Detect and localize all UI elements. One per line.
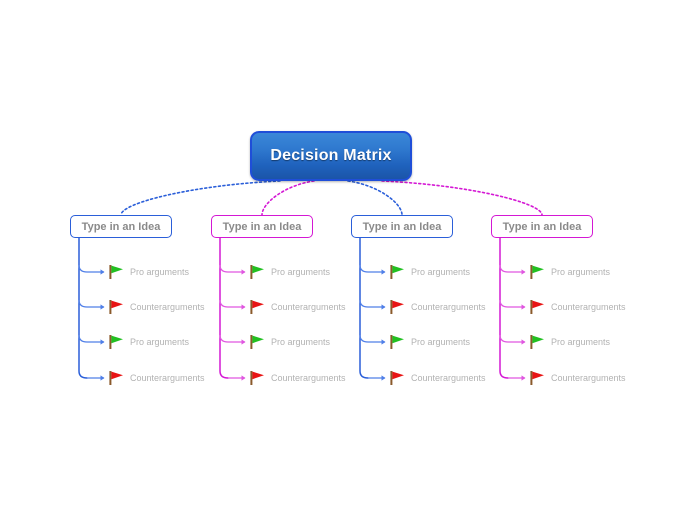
root-node-label: Decision Matrix — [270, 147, 392, 164]
branch-trunk — [219, 237, 229, 379]
leaf-connector — [499, 264, 525, 273]
leaf-connector — [219, 264, 245, 273]
leaf-connector — [78, 334, 104, 343]
leaf-connector-arrowhead — [381, 375, 386, 381]
leaf-label: Pro arguments — [411, 336, 471, 347]
leaf-label: Pro arguments — [271, 266, 331, 277]
leaf-connector-arrowhead — [521, 269, 526, 275]
leaf-connector-arrowhead — [100, 304, 105, 310]
leaf-label: Counterarguments — [411, 372, 486, 383]
leaf-item[interactable]: Counterarguments — [108, 370, 205, 386]
idea-box-4[interactable]: Type in an Idea — [491, 215, 593, 238]
leaf-item[interactable]: Counterarguments — [108, 299, 205, 315]
leaf-label: Counterarguments — [411, 301, 486, 312]
red-flag-icon — [389, 299, 406, 315]
idea-box-label: Type in an Idea — [81, 220, 161, 233]
leaf-item[interactable]: Pro arguments — [249, 264, 330, 280]
red-flag-icon — [108, 370, 125, 386]
leaf-item[interactable]: Counterarguments — [389, 370, 486, 386]
leaf-label: Pro arguments — [551, 336, 611, 347]
leaf-connector-arrowhead — [241, 375, 246, 381]
leaf-connector-arrowhead — [381, 339, 386, 345]
leaf-connector-arrowhead — [100, 339, 105, 345]
leaf-item[interactable]: Counterarguments — [389, 299, 486, 315]
idea-box-label: Type in an Idea — [222, 220, 302, 233]
branch-trunk — [359, 237, 369, 379]
green-flag-icon — [389, 334, 406, 350]
leaf-connector — [78, 299, 104, 308]
leaf-connector-arrowhead — [241, 339, 246, 345]
leaf-item[interactable]: Counterarguments — [249, 299, 346, 315]
leaf-item[interactable]: Counterarguments — [249, 370, 346, 386]
leaf-item[interactable]: Pro arguments — [529, 264, 610, 280]
leaf-label: Pro arguments — [271, 336, 331, 347]
red-flag-icon — [249, 299, 266, 315]
leaf-item[interactable]: Pro arguments — [529, 334, 610, 350]
leaf-connector — [499, 334, 525, 343]
root-node-decision-matrix[interactable]: Decision Matrix — [250, 131, 412, 181]
red-flag-icon — [249, 370, 266, 386]
leaf-item[interactable]: Pro arguments — [108, 334, 189, 350]
leaf-connector-arrowhead — [241, 304, 246, 310]
leaf-connector-arrowhead — [521, 375, 526, 381]
leaf-label: Pro arguments — [551, 266, 611, 277]
leaf-label: Counterarguments — [551, 301, 626, 312]
leaf-connector-arrowhead — [521, 304, 526, 310]
leaf-label: Counterarguments — [551, 372, 626, 383]
leaf-item[interactable]: Pro arguments — [389, 334, 470, 350]
leaf-connector-arrowhead — [100, 375, 105, 381]
red-flag-icon — [529, 370, 546, 386]
leaf-connector — [359, 334, 385, 343]
root-to-branch-connector — [261, 180, 315, 216]
leaf-label: Counterarguments — [271, 301, 346, 312]
idea-box-label: Type in an Idea — [362, 220, 442, 233]
leaf-connector-arrowhead — [521, 339, 526, 345]
leaf-connector — [219, 334, 245, 343]
leaf-label: Counterarguments — [271, 372, 346, 383]
idea-box-1[interactable]: Type in an Idea — [70, 215, 172, 238]
leaf-item[interactable]: Pro arguments — [389, 264, 470, 280]
leaf-connector-arrowhead — [381, 269, 386, 275]
leaf-item[interactable]: Counterarguments — [529, 299, 626, 315]
root-to-branch-connector — [120, 180, 281, 216]
leaf-connector-arrowhead — [241, 269, 246, 275]
leaf-connector — [499, 299, 525, 308]
idea-box-3[interactable]: Type in an Idea — [351, 215, 453, 238]
green-flag-icon — [108, 334, 125, 350]
idea-box-label: Type in an Idea — [502, 220, 582, 233]
leaf-item[interactable]: Pro arguments — [108, 264, 189, 280]
green-flag-icon — [529, 264, 546, 280]
green-flag-icon — [389, 264, 406, 280]
leaf-item[interactable]: Counterarguments — [529, 370, 626, 386]
branch-trunk — [499, 237, 509, 379]
root-to-branch-connector — [347, 180, 403, 216]
green-flag-icon — [249, 334, 266, 350]
red-flag-icon — [108, 299, 125, 315]
root-to-branch-connector — [381, 180, 543, 216]
leaf-connector — [78, 264, 104, 273]
green-flag-icon — [108, 264, 125, 280]
red-flag-icon — [529, 299, 546, 315]
leaf-connector-arrowhead — [100, 269, 105, 275]
leaf-label: Pro arguments — [130, 336, 190, 347]
green-flag-icon — [529, 334, 546, 350]
idea-box-2[interactable]: Type in an Idea — [211, 215, 313, 238]
leaf-label: Pro arguments — [130, 266, 190, 277]
leaf-connector — [359, 264, 385, 273]
red-flag-icon — [389, 370, 406, 386]
leaf-connector — [219, 299, 245, 308]
leaf-item[interactable]: Pro arguments — [249, 334, 330, 350]
leaf-label: Counterarguments — [130, 372, 205, 383]
leaf-label: Counterarguments — [130, 301, 205, 312]
leaf-connector — [359, 299, 385, 308]
leaf-connector-arrowhead — [381, 304, 386, 310]
leaf-label: Pro arguments — [411, 266, 471, 277]
green-flag-icon — [249, 264, 266, 280]
branch-trunk — [78, 237, 88, 379]
